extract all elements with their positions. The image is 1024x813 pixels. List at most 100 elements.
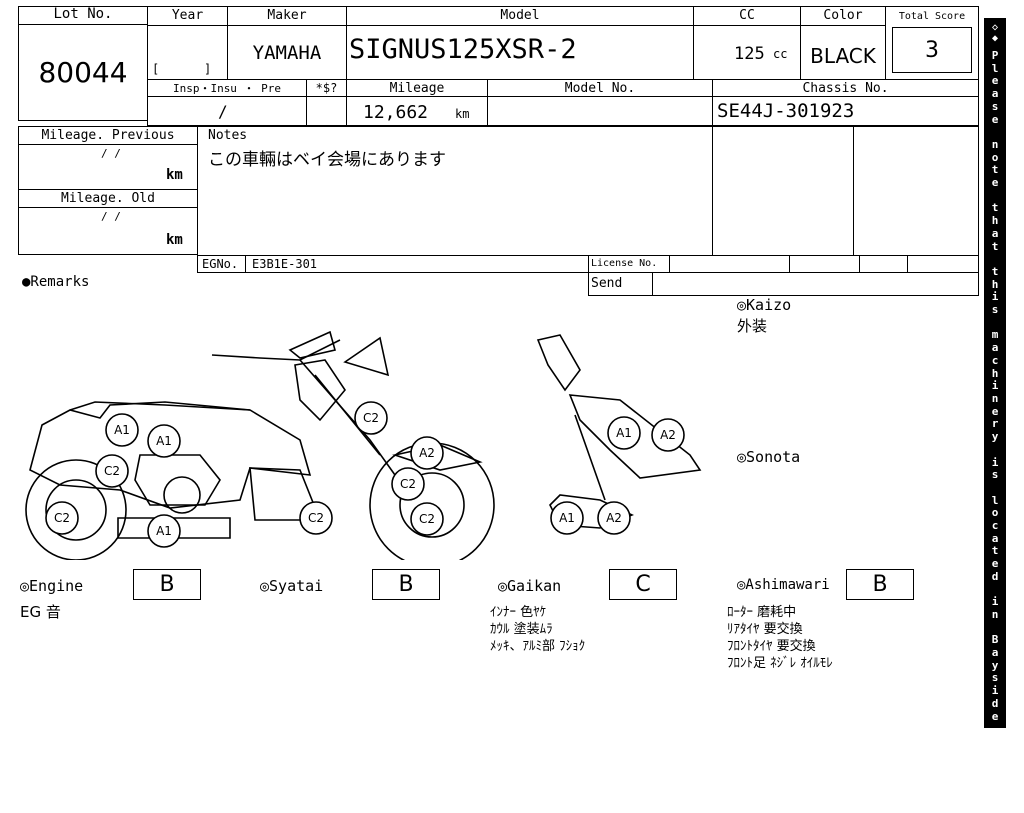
- front-fork-inner: [314, 374, 381, 456]
- front-fork: [299, 359, 396, 476]
- damage-marker-label: A1: [156, 524, 172, 538]
- send-divider: [652, 273, 653, 295]
- side-banner-char: l: [991, 61, 999, 75]
- damage-marker: [410, 502, 444, 536]
- windscreen: [288, 330, 336, 359]
- gaikan-label: ◎Gaikan: [498, 577, 562, 595]
- front-view-fork: [574, 414, 606, 501]
- side-banner-char: e: [991, 709, 999, 723]
- notes-label: Notes: [208, 128, 248, 143]
- damage-marker: [391, 467, 425, 501]
- side-banner-char: i: [991, 595, 999, 609]
- side-banner-char: e: [991, 557, 999, 571]
- score-label: Total Score: [898, 10, 966, 22]
- scooter-diagram: A1 A1 C2 C2 A1 C2 A2 C2 C2 C2 A1 A2 A1 A…: [25, 330, 702, 560]
- side-banner-char: t: [991, 201, 999, 215]
- front-wheel-inner: [399, 472, 465, 538]
- handlebar: [211, 339, 341, 361]
- old-slashes: / /: [101, 210, 121, 223]
- old-label-cell: Mileage. Old: [18, 189, 198, 208]
- damage-marker-label: C2: [308, 511, 324, 525]
- s-label-cell: *$?: [306, 79, 347, 97]
- damage-marker-label: C2: [54, 511, 70, 525]
- ashimawari-note: ﾘｱﾀｲﾔ 要交換: [727, 622, 803, 637]
- front-view-screen: [536, 334, 581, 392]
- side-banner-char: i: [991, 379, 999, 393]
- side-banner-char: s: [991, 671, 999, 685]
- side-banner-bottom-symbol: ◆◇: [991, 790, 999, 813]
- damage-marker-label: A1: [156, 434, 172, 448]
- side-banner-char: a: [991, 87, 999, 101]
- damage-marker: [597, 501, 631, 535]
- maker-value-cell: YAMAHA: [227, 25, 347, 80]
- score-value: 3: [925, 37, 939, 63]
- side-banner-char: o: [991, 150, 999, 164]
- damage-marker-label: A2: [660, 428, 676, 442]
- chassis-value: SE44J-301923: [717, 100, 855, 122]
- notes-side-b: [853, 126, 979, 256]
- kaizo-label: ◎Kaizo: [737, 296, 792, 314]
- mileage-value-cell: 12,662 km: [346, 96, 488, 126]
- chassis-label-cell: Chassis No.: [712, 79, 979, 97]
- side-banner-char: [984, 482, 1006, 495]
- license-cell: License No.: [588, 255, 979, 273]
- damage-marker: [410, 436, 444, 470]
- engine-label: ◎Engine: [20, 577, 84, 595]
- gaikan-note: ｶｳﾙ 塗装ﾑﾗ: [490, 622, 553, 637]
- damage-marker: [299, 501, 333, 535]
- prev-value-cell: / / km: [18, 144, 198, 190]
- damage-marker: [147, 424, 181, 458]
- damage-marker-label: A1: [616, 426, 632, 440]
- side-banner-char: s: [991, 303, 999, 317]
- license-div-2: [789, 256, 790, 272]
- syatai-grade: B: [372, 569, 440, 600]
- side-banner-char: a: [991, 226, 999, 240]
- prev-slashes: / /: [101, 147, 121, 160]
- side-banner-char: P: [991, 49, 999, 62]
- old-unit: km: [166, 232, 183, 248]
- color-value-cell: BLACK: [800, 25, 886, 80]
- license-div-1: [669, 256, 670, 272]
- prev-label-cell: Mileage. Previous: [18, 126, 198, 145]
- gaikan-note: ｲﾝﾅｰ 色ﾔｹ: [490, 605, 547, 620]
- send-cell: Send: [588, 272, 979, 296]
- damage-marker: [651, 418, 685, 452]
- mileage-value: 12,662: [363, 102, 429, 123]
- license-div-4: [907, 256, 908, 272]
- chassis-value-cell: SE44J-301923: [712, 96, 979, 126]
- cc-label: CC: [739, 8, 755, 23]
- ashimawari-grade: B: [846, 569, 914, 600]
- side-banner-char: t: [991, 544, 999, 558]
- chassis-label: Chassis No.: [802, 80, 889, 96]
- side-banner-char: [984, 444, 1006, 457]
- model-value-cell: SIGNUS125XSR-2: [346, 25, 694, 80]
- damage-marker-label: A2: [606, 511, 622, 525]
- side-banner-char: h: [991, 366, 999, 380]
- side-banner-char: c: [991, 519, 999, 533]
- license-label: License No.: [591, 258, 658, 269]
- license-div-3: [859, 256, 860, 272]
- damage-marker-label: A1: [114, 423, 130, 437]
- side-banner-char: i: [991, 455, 999, 469]
- ashimawari-note: ﾌﾛﾝﾄﾀｲﾔ 要交換: [727, 639, 816, 654]
- year-bracket-open: [: [152, 62, 160, 76]
- model-no-label: Model No.: [564, 80, 636, 96]
- year-bracket-close: ]: [204, 62, 212, 76]
- side-banner-char: s: [991, 468, 999, 482]
- side-banner-char: t: [991, 163, 999, 177]
- notes-side-a: [712, 126, 854, 256]
- year-label: Year: [171, 8, 204, 23]
- side-banner-top-symbol: ◇◆: [991, 22, 999, 44]
- damage-marker: [550, 501, 584, 535]
- egno-cell: EGNo. E3B1E-301: [197, 255, 589, 273]
- side-banner-char: a: [991, 646, 999, 660]
- old-label: Mileage. Old: [61, 191, 155, 206]
- side-banner-char: d: [991, 569, 999, 583]
- damage-marker: [607, 416, 641, 450]
- ashimawari-note: ﾌﾛﾝﾄ足 ﾈｼﾞﾚ ｵｲﾙﾓﾚ: [727, 656, 833, 671]
- syatai-label: ◎Syatai: [260, 577, 324, 595]
- side-banner-char: e: [991, 176, 999, 190]
- lot-label: Lot No.: [19, 7, 147, 25]
